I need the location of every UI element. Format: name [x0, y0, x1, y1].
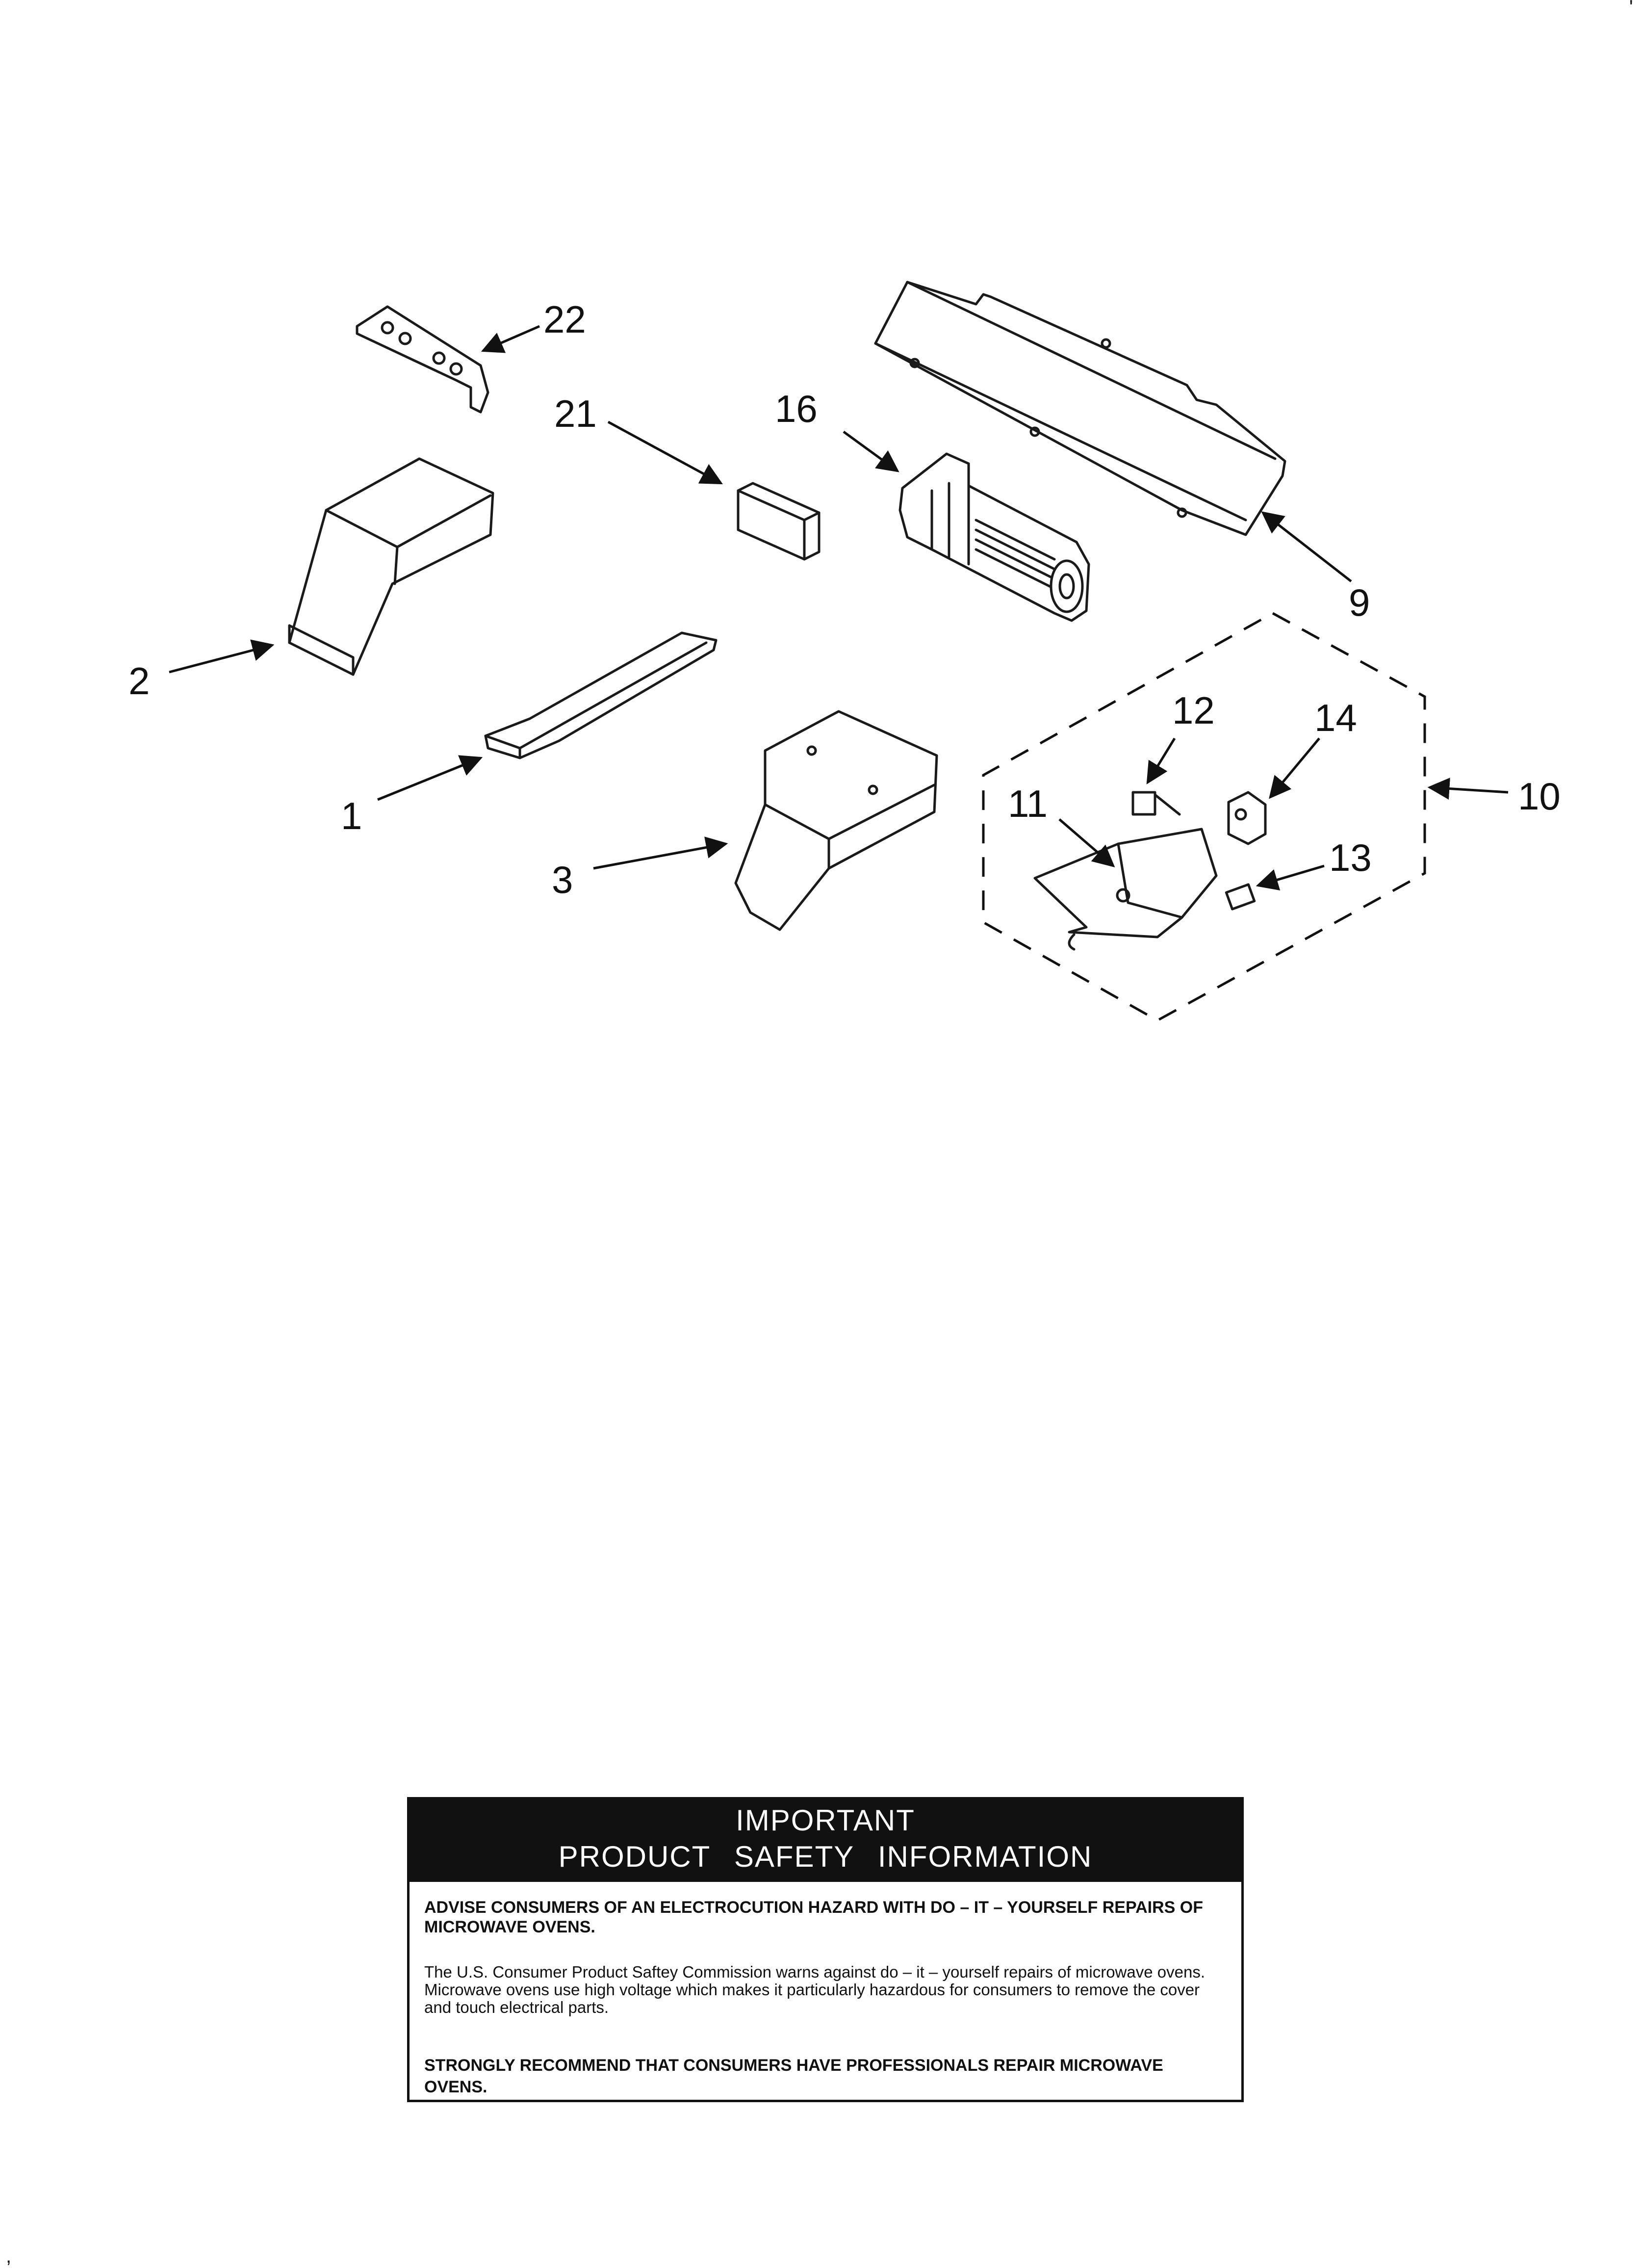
safety-title-line1: IMPORTANT	[736, 1804, 915, 1837]
safety-notice-header: IMPORTANT PRODUCT SAFETY INFORMATION	[410, 1799, 1241, 1882]
callout-14: 11	[1008, 782, 1048, 825]
callout-10: 10	[1518, 775, 1561, 818]
callout-2: 2	[128, 659, 150, 703]
callout-11: 14	[1314, 696, 1357, 739]
advise-text: ADVISE CONSUMERS OF AN ELECTROCUTION HAZ…	[424, 1898, 1204, 1936]
callout-3: 3	[552, 858, 573, 901]
part-16-blower-motor	[898, 452, 1090, 622]
safety-notice-body: ADVISE CONSUMERS OF AN ELECTROCUTION HAZ…	[410, 1882, 1241, 2098]
part-2-vent-cover	[288, 457, 494, 676]
callout-16: 16	[775, 387, 818, 430]
safety-title-line2: PRODUCT SAFETY INFORMATION	[558, 1840, 1093, 1873]
commission-warning-text: The U.S. Consumer Product Saftey Commiss…	[424, 1963, 1205, 2016]
part-11-latch	[1227, 791, 1267, 845]
callout-1: 1	[341, 794, 362, 837]
part-3-shield	[734, 710, 938, 931]
part-13-interlock-switch	[1225, 883, 1256, 911]
callout-12: 12	[1172, 689, 1215, 732]
part-22-bracket	[356, 305, 489, 414]
part-9-duct	[874, 281, 1286, 536]
recommend-text: STRONGLY RECOMMEND THAT CONSUMERS HAVE P…	[424, 2056, 1163, 2096]
callout-13: 13	[1329, 836, 1372, 879]
corner-mark-bottom: ,	[6, 2245, 11, 2267]
corner-mark-top: '	[1629, 0, 1633, 18]
callout-22: 22	[543, 298, 586, 341]
part-14-mount-bracket	[1033, 828, 1218, 951]
part-10-assembly-outline	[982, 612, 1426, 1022]
part-1-rail	[484, 631, 718, 759]
safety-notice: IMPORTANT PRODUCT SAFETY INFORMATION ADV…	[407, 1797, 1244, 2102]
callout-9: 9	[1349, 581, 1370, 624]
callout-21: 21	[554, 392, 597, 435]
part-21-block	[737, 482, 821, 561]
part-12-switch	[1131, 791, 1181, 816]
